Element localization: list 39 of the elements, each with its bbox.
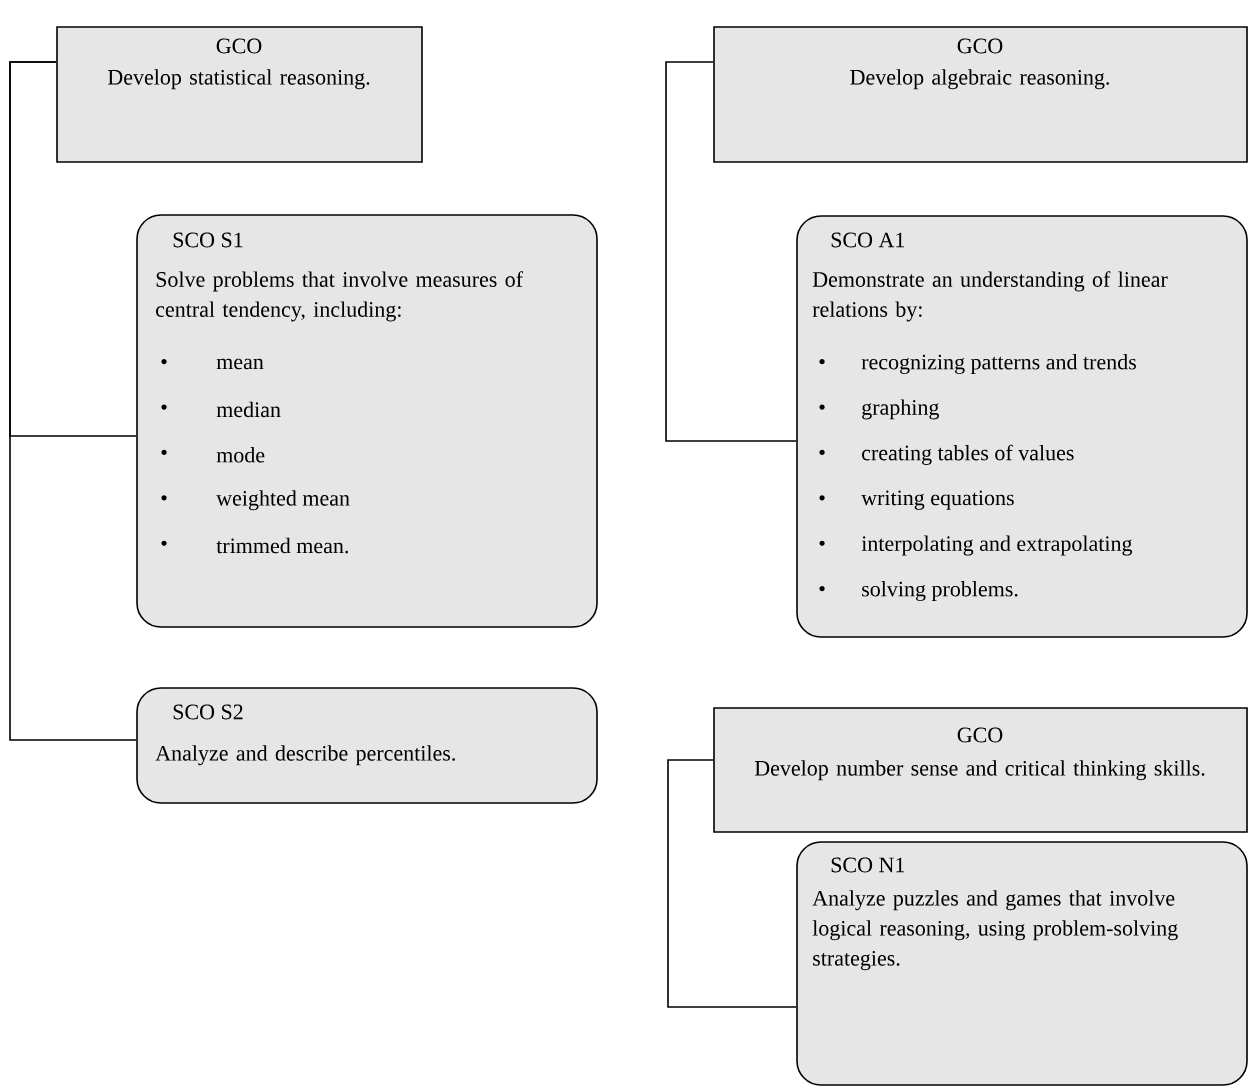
list-item: median [216, 401, 281, 418]
bullet-point: • [819, 449, 825, 456]
list-item: recognizing patterns and trends [861, 354, 1136, 374]
outcome-text: Develop number sense and critical thinking skills. [754, 760, 1205, 781]
list-item: interpolating and extrapolating [861, 535, 1133, 556]
heading: GCO [957, 38, 1003, 54]
bullet-point: • [819, 540, 825, 546]
bullet-point: • [819, 359, 825, 365]
heading: SCO S2 [173, 704, 243, 720]
outcome-text: Develop algebraic reasoning. [850, 69, 1109, 90]
bullet-point: • [161, 449, 167, 456]
list-item: solving problems. [862, 581, 1018, 601]
heading: SCO S1 [173, 232, 243, 248]
list-item: weighted mean [216, 490, 350, 511]
bullet-point: • [161, 359, 167, 365]
bullet-point: • [161, 495, 167, 501]
outcome-text: Analyze and describe percentiles. [155, 745, 455, 766]
outcome-text: Solve problems that involve measures of central tendency, including: [156, 271, 524, 322]
list-item: writing equations [861, 490, 1014, 510]
connector-line [9, 61, 137, 741]
list-item: trimmed mean. [216, 537, 348, 554]
connector-line [667, 759, 797, 1008]
heading: GCO [216, 38, 262, 54]
outcome-text: Analyze puzzles and games that involve logical reasoning, using problem-solving strategies. [812, 890, 1178, 971]
heading: GCO [957, 727, 1003, 743]
bullet-point: • [161, 540, 167, 546]
heading: SCO A1 [831, 232, 905, 248]
list-item: mean [216, 358, 264, 370]
list-item: mode [216, 447, 265, 463]
outcome-text: Develop statistical reasoning. [108, 69, 370, 90]
bullet-point: • [819, 404, 825, 410]
heading: SCO N1 [831, 857, 905, 873]
list-item: creating tables of values [862, 444, 1074, 465]
bullet-point: • [819, 495, 825, 501]
bullet-point: • [161, 404, 167, 410]
bullet-point: • [819, 586, 825, 592]
outcome-text: Demonstrate an understanding of linear relations by: [812, 271, 1168, 322]
list-item: graphing [862, 399, 939, 420]
connector-line [665, 61, 797, 442]
